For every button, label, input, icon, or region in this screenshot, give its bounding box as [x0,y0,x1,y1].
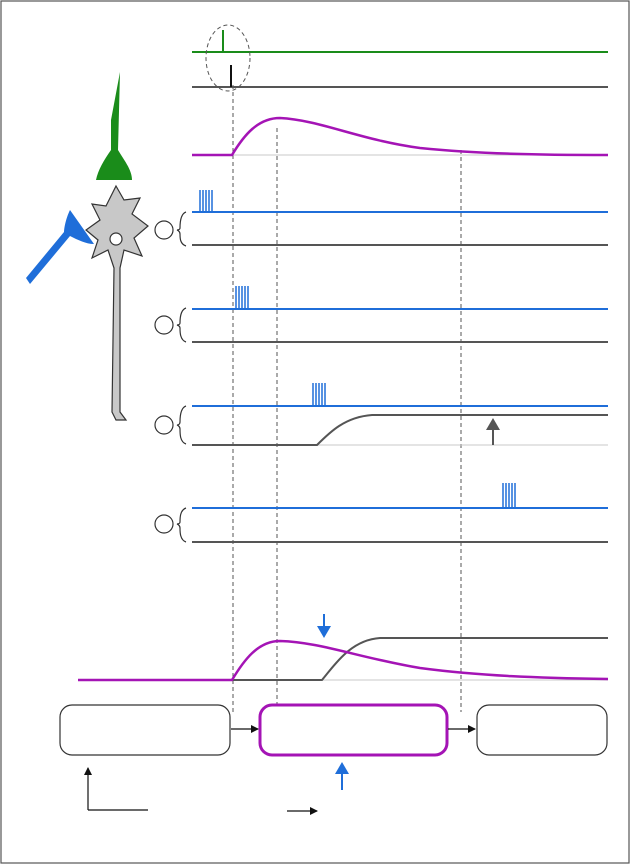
blue-axon-terminal-icon [26,210,94,284]
synapse-row-4 [192,483,608,543]
weight-trace [192,414,608,446]
state-box-1 [59,704,231,756]
spike-burst [502,483,516,508]
row-markers [154,211,187,543]
green-spike-trace [192,30,608,53]
row-4-brace [176,507,187,543]
coincidence-ellipse [205,24,251,92]
row-2-marker [154,315,174,335]
row-4-marker [154,514,174,534]
purple-eligibility-trace [192,116,609,157]
dashed-guide-lines [232,85,462,712]
state-box-3 [476,704,608,756]
synapse-row-2 [192,286,608,343]
neuron-nucleus [109,232,123,246]
dark-spike-trace [192,65,608,88]
state-box-2 [258,703,449,757]
synapse-row-3 [192,383,608,446]
row-3-marker [154,415,174,435]
green-axon-terminal-icon [96,72,132,180]
row-2-brace [176,307,187,343]
row-3-brace [176,405,187,445]
synapse-row-1 [192,190,608,246]
arrow-up-icon [335,762,349,790]
spike-burst [312,383,326,406]
arrow-down-icon [317,614,331,638]
purple-trace-bottom [78,639,609,682]
combined-traces [78,614,609,682]
row-1-marker [154,220,174,240]
spike-burst [235,286,249,309]
row-1-brace [176,211,187,247]
weight-trace-bottom [233,637,608,681]
arrow-up-icon [486,418,500,445]
neuron-illustration [26,72,149,421]
spike-burst [199,190,213,212]
state-flow [59,703,608,790]
neuron-icon [85,184,149,421]
axes-glyph [84,767,318,815]
